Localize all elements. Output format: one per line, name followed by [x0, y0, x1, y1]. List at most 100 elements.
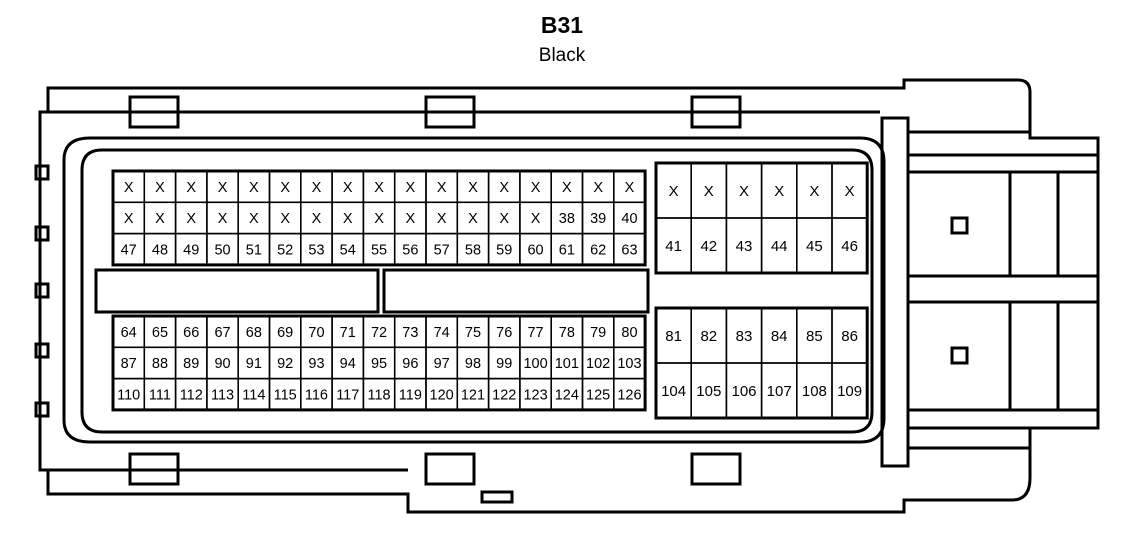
connector-color-label: Black	[538, 45, 586, 66]
cavity-label: 110	[117, 387, 140, 403]
cavity-label: 39	[590, 211, 606, 227]
cavity-label: 63	[621, 242, 637, 258]
cavity-label: X	[124, 211, 134, 227]
cavity-label: X	[437, 211, 447, 227]
lever-window	[950, 216, 969, 235]
cavity-label: 60	[527, 242, 543, 258]
divider-slot	[382, 268, 650, 314]
cavity-label: 65	[152, 325, 168, 341]
cavity-label: 45	[806, 238, 823, 255]
lever-window	[950, 346, 969, 365]
cavity-label: 43	[736, 238, 753, 255]
cavity-label: X	[774, 183, 784, 200]
cavity-label: 104	[661, 383, 686, 400]
cavity-label: X	[374, 211, 384, 227]
cavity-label: 58	[465, 242, 481, 258]
cavity-label: 119	[399, 387, 422, 403]
cavity-label: X	[739, 183, 749, 200]
cavity-label: 40	[621, 211, 637, 227]
cavity-label: X	[312, 180, 322, 196]
cavity-label: X	[280, 211, 290, 227]
cavity-label: 38	[559, 211, 575, 227]
side-tab	[34, 401, 50, 418]
cavity-label: 102	[586, 356, 610, 372]
cavity-label: 74	[434, 325, 450, 341]
cavity-label: 81	[665, 328, 682, 345]
cavity-label: 109	[837, 383, 862, 400]
cavity-label: 122	[492, 387, 516, 403]
cavity-label: X	[343, 211, 353, 227]
cavity-label: 101	[555, 356, 579, 372]
cavity-label: X	[155, 180, 165, 196]
cavity-label: X	[406, 211, 416, 227]
cavity-label: 89	[183, 356, 199, 372]
cavity-label: 86	[841, 328, 858, 345]
cavity-label: X	[704, 183, 714, 200]
cavity-label: 115	[274, 387, 297, 403]
cavity-label: X	[343, 180, 353, 196]
cavity-label: 87	[121, 356, 137, 372]
cavity-label: X	[562, 180, 572, 196]
cavity-label: X	[809, 183, 819, 200]
latch-tab	[690, 95, 742, 129]
cavity-label: 103	[617, 356, 641, 372]
cavity-label: 90	[214, 356, 230, 372]
cavity-label: 47	[121, 242, 137, 258]
cavity-label: 71	[340, 325, 356, 341]
housing-outline	[38, 78, 1100, 514]
cavity-label: 72	[371, 325, 387, 341]
cavity-label: 78	[559, 325, 575, 341]
latch-tab	[690, 452, 742, 486]
cavity-label: X	[249, 180, 259, 196]
cavity-label: 105	[696, 383, 721, 400]
cavity-label: X	[124, 180, 134, 196]
cavity-label: X	[249, 211, 259, 227]
cavity-label: 118	[367, 387, 390, 403]
cavity-label: X	[468, 211, 478, 227]
cavity-label: X	[499, 211, 509, 227]
cavity-label: 79	[590, 325, 606, 341]
cavity-label: 61	[559, 242, 575, 258]
cavity-label: 46	[841, 238, 858, 255]
cavity-label: 83	[736, 328, 753, 345]
cavity-label: 93	[308, 356, 324, 372]
cavity-label: 97	[434, 356, 450, 372]
cavity-label: 82	[700, 328, 717, 345]
cavity-label: 80	[621, 325, 637, 341]
side-tab	[34, 164, 50, 181]
latch-tab	[424, 95, 476, 129]
cavity-label: 48	[152, 242, 168, 258]
cavity-cell	[613, 232, 646, 266]
cavity-label: X	[218, 180, 228, 196]
cavity-label: 64	[121, 325, 137, 341]
side-tab	[34, 342, 50, 359]
cavity-label: 62	[590, 242, 606, 258]
cavity-label: 100	[523, 356, 547, 372]
cavity-label: 125	[586, 387, 610, 403]
inner-frame-inner	[80, 148, 874, 434]
cavity-label: 56	[402, 242, 418, 258]
cavity-label: 95	[371, 356, 387, 372]
cavity-label: 73	[402, 325, 418, 341]
cavity-label: 55	[371, 242, 387, 258]
cavity-label: 54	[340, 242, 356, 258]
cavity-label: 112	[180, 387, 203, 403]
cavity-label: 77	[527, 325, 543, 341]
cavity-label: 99	[496, 356, 512, 372]
cavity-label: X	[499, 180, 509, 196]
cavity-label: 75	[465, 325, 481, 341]
cavity-cell	[613, 377, 646, 411]
cavity-label: 41	[665, 238, 682, 255]
cavity-label: 84	[771, 328, 788, 345]
cavity-label: X	[845, 183, 855, 200]
cavity-label: 123	[523, 387, 547, 403]
cavity-label: 53	[308, 242, 324, 258]
cavity-label: 107	[767, 383, 792, 400]
cavity-label: 126	[617, 387, 641, 403]
cavity-label: 66	[183, 325, 199, 341]
cavity-label: 120	[430, 387, 454, 403]
